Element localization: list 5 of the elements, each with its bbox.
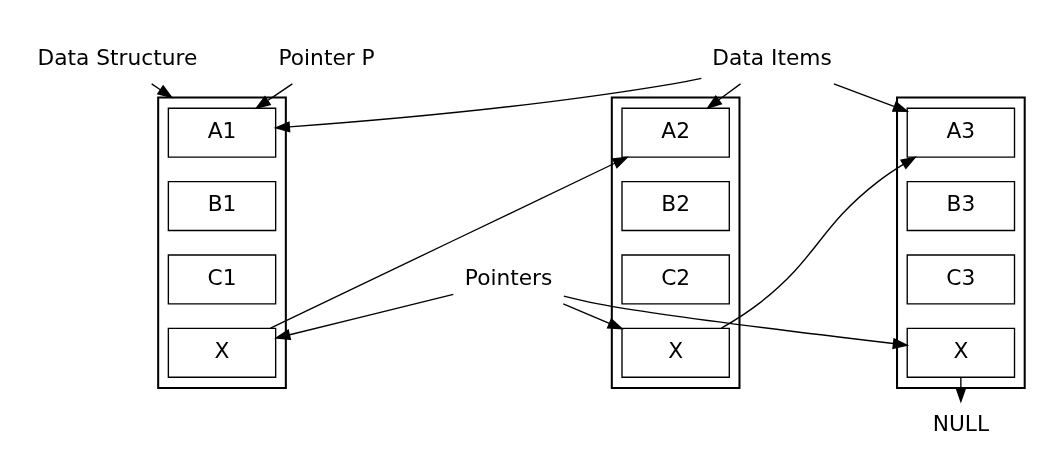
node-text: NULL [932, 411, 990, 437]
node-text: Pointers [464, 264, 553, 290]
node-text: Pointer P [278, 44, 375, 70]
node-text: Data Items [712, 44, 832, 70]
node-text: Data Structure [37, 44, 198, 70]
